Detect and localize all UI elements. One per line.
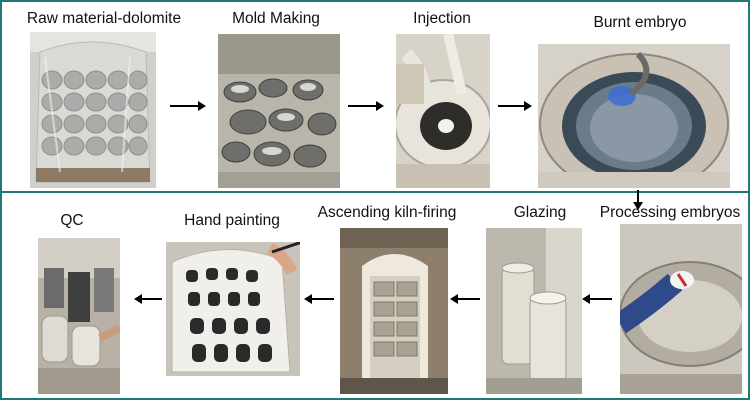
step-label-hand-painting: Hand painting <box>184 212 280 229</box>
step-label-burnt-embryo: Burnt embryo <box>593 14 687 31</box>
photo-ascending-kiln-firing <box>340 228 448 394</box>
photo-burnt-embryo <box>538 44 730 188</box>
photo-hand-painting <box>166 242 300 376</box>
arrow-right-3 <box>498 101 532 111</box>
arrow-left-1 <box>582 294 612 304</box>
photo-injection <box>396 34 490 188</box>
photo-raw-material-dolomite <box>30 32 156 188</box>
step-label-qc: QC <box>60 212 84 229</box>
photo-processing-embryos <box>620 224 742 394</box>
step-label-processing-embryos: Processing embryos <box>599 204 741 221</box>
step-label-glazing: Glazing <box>513 204 567 221</box>
step-label-mold-making: Mold Making <box>232 10 320 27</box>
step-label-ascending-kiln-firing: Ascending kiln-firing <box>317 204 457 221</box>
photo-glazing <box>486 228 582 394</box>
photo-qc <box>38 238 120 394</box>
step-label-raw-material: Raw material-dolomite <box>26 10 182 27</box>
arrow-left-2 <box>450 294 480 304</box>
step-label-injection: Injection <box>413 10 471 27</box>
arrow-left-4 <box>134 294 162 304</box>
row-divider <box>2 191 748 193</box>
arrow-left-3 <box>304 294 334 304</box>
photo-mold-making <box>218 34 340 188</box>
arrow-right-1 <box>170 101 206 111</box>
arrow-down <box>633 190 643 210</box>
arrow-right-2 <box>348 101 384 111</box>
